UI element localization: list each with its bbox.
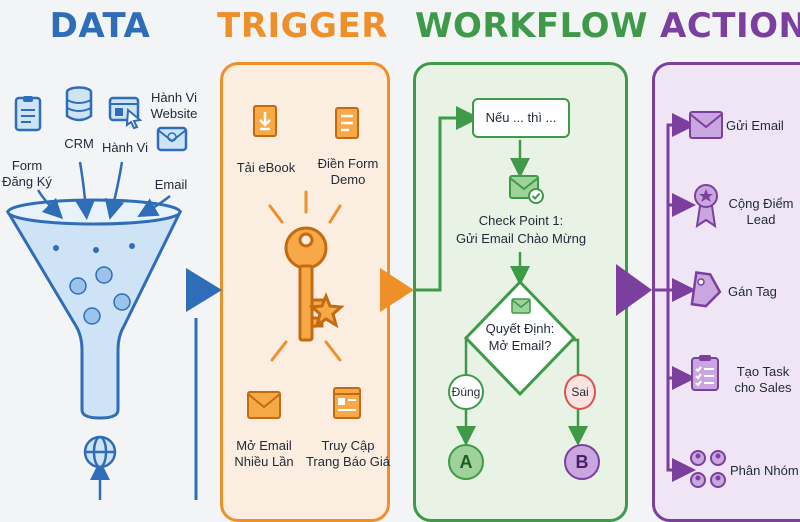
trigger-open-email-label: Mở Email Nhiều Lần: [234, 438, 294, 469]
send-email-icon: [689, 111, 723, 139]
action-lead-score-label: Cộng Điểm Lead: [728, 196, 794, 227]
database-icon: [65, 86, 93, 122]
funnel-icon: [5, 198, 183, 420]
checkpoint-label: Check Point 1: Gửi Email Chào Mừng: [455, 213, 587, 246]
award-badge-icon: [694, 184, 718, 228]
action-send-email-label: Gửi Email: [726, 118, 784, 133]
key-icon: [284, 226, 345, 342]
heading-trigger: TRIGGER: [217, 6, 388, 46]
source-website-behavior-label: Hành Vi Website: [150, 90, 198, 121]
arrow-workflow-to-action: [616, 113, 696, 482]
source-crm-label: CRM: [64, 136, 94, 151]
globe-icon: [83, 435, 117, 469]
decision-email-icon: [511, 298, 531, 314]
heading-action: ACTION: [660, 6, 800, 46]
heading-data: DATA: [49, 6, 151, 46]
branch-b-label: B: [575, 452, 589, 472]
branch-a-label: A: [459, 452, 473, 472]
user-group-icon: [690, 450, 726, 488]
branch-b-node: [564, 444, 600, 480]
envelope-icon: [247, 391, 281, 419]
source-email-label: Email: [154, 177, 188, 192]
condition-box: [472, 98, 570, 138]
arrow-trigger-to-workflow: [380, 106, 480, 312]
yes-badge: [448, 374, 484, 410]
trigger-demo-form-label: Điền Form Demo: [317, 156, 379, 187]
arrow-data-to-trigger: [186, 268, 222, 500]
heading-workflow: WORKFLOW: [415, 6, 649, 46]
email-icon: [156, 126, 188, 152]
no-badge: [564, 374, 596, 410]
demo-form-icon: [335, 107, 359, 139]
tag-icon: [690, 271, 722, 308]
yes-label: Đúng: [451, 385, 481, 399]
pricing-page-icon: [333, 387, 361, 419]
trigger-pricing-page-label: Truy Cập Trang Báo Giá: [305, 438, 391, 469]
source-behavior-label: Hành Vi: [101, 140, 148, 155]
condition-label: Nếu ... thì ...: [485, 110, 557, 125]
decision-diamond: [463, 279, 577, 397]
no-label: Sai: [571, 385, 589, 399]
action-tag-label: Gán Tag: [728, 284, 777, 299]
action-sales-task-label: Tạo Task cho Sales: [734, 364, 792, 395]
browser-cursor-icon: [108, 96, 143, 130]
source-form-label: Form Đăng Ký: [2, 158, 52, 189]
form-icon: [14, 96, 42, 132]
task-clipboard-icon: [691, 355, 719, 391]
branch-a-node: [448, 444, 484, 480]
email-check-icon: [509, 175, 544, 204]
decision-label: Quyết Định: Mở Email?: [485, 321, 555, 353]
action-segment-label: Phân Nhóm: [730, 463, 799, 478]
trigger-ebook-label: Tải eBook: [236, 160, 296, 175]
diagram-connectors: [5, 106, 696, 500]
ebook-download-icon: [253, 105, 277, 137]
trigger-rays: [268, 190, 342, 362]
